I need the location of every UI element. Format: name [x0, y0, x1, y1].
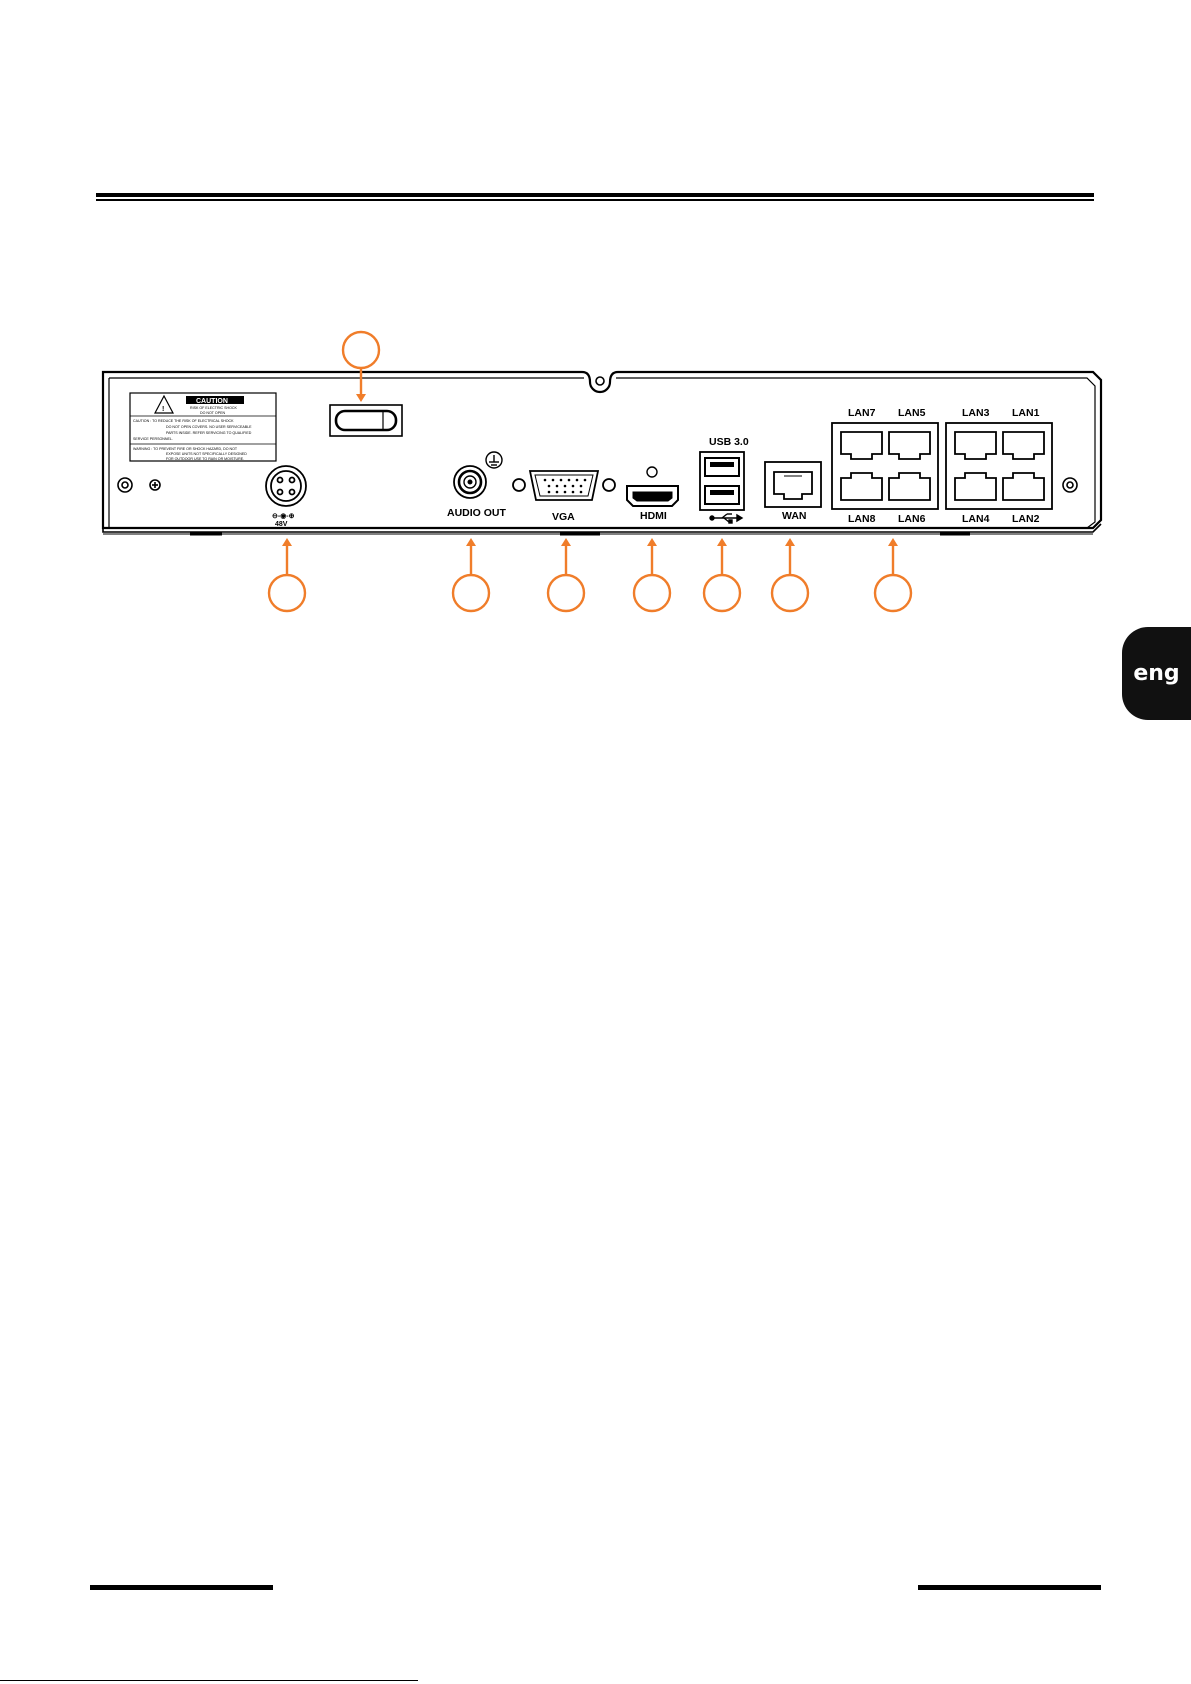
warning-line-2: EXPOSE UNITS NOT SPECIFICALLY DESIGNED [166, 452, 247, 456]
lan-jack-row-top [840, 431, 1045, 460]
caution-line-4: SERVICE PERSONNEL. [133, 437, 173, 441]
warning-line-1: WARNING : TO PREVENT FIRE OR SHOCK HAZAR… [133, 447, 238, 451]
callouts [267, 330, 913, 613]
caution-line-2: DO NOT OPEN COVERS. NO USER SERVICEABLE [166, 425, 252, 429]
screw-right-icon [1062, 477, 1078, 493]
lan1-label: LAN1 [1012, 407, 1040, 419]
wan-label: WAN [782, 510, 807, 522]
caution-heading: CAUTION [196, 398, 228, 405]
caution-label: ! CAUTION RISK OF ELECTRIC SHOCK DO NOT … [129, 392, 277, 462]
hdmi-label: HDMI [640, 510, 667, 522]
caution-line-3: PARTS INSIDE. REFER SERVICING TO QUALIFI… [166, 431, 252, 435]
chassis [101, 370, 1103, 536]
callout-power-switch [341, 330, 381, 370]
lan8-label: LAN8 [848, 513, 876, 525]
hdmi-port [626, 466, 679, 507]
vga-port [512, 470, 616, 501]
warning-triangle-icon [154, 394, 174, 414]
caution-line-1: CAUTION : TO REDUCE THE RISK OF ELECTRIC… [133, 419, 234, 423]
language-tab-label: eng [1133, 661, 1180, 686]
lan3-label: LAN3 [962, 407, 990, 419]
language-tab: eng [1122, 627, 1191, 720]
lan6-label: LAN6 [898, 513, 926, 525]
footer-bar-left [90, 1585, 273, 1590]
usb-label: USB 3.0 [709, 436, 749, 448]
power-polarity-icon: ⊖-◉-⊕ [272, 513, 295, 520]
callout-power-input [267, 573, 307, 613]
lan2-label: LAN2 [1012, 513, 1040, 525]
callout-audio-out [451, 573, 491, 613]
ground-screw-icon [485, 451, 503, 469]
callout-vga [546, 573, 586, 613]
footer-bar-right [918, 1585, 1101, 1590]
lan5-label: LAN5 [898, 407, 926, 419]
caution-shock-line-1: RISK OF ELECTRIC SHOCK [190, 406, 238, 410]
audio-out-label: AUDIO OUT [447, 507, 507, 519]
lan-jack-row-bottom [840, 472, 1045, 501]
usb-ports [699, 451, 745, 511]
side-screws [117, 477, 1078, 493]
callout-wan [770, 573, 810, 613]
callout-hdmi [632, 573, 672, 613]
lan7-label: LAN7 [848, 407, 876, 419]
screw-ground-left-icon [149, 479, 161, 491]
power-connector [265, 465, 307, 507]
callout-usb [702, 573, 742, 613]
header-rule-thin [96, 199, 1094, 201]
wan-port [764, 461, 822, 508]
usb-icon [709, 513, 744, 524]
page-bottom-line [0, 1680, 418, 1681]
callout-lan [873, 573, 913, 613]
audio-out-jack [453, 465, 487, 499]
caution-shock-line-2: DO NOT OPEN [200, 411, 225, 415]
power-switch [329, 404, 403, 437]
screw-left-icon [117, 477, 133, 493]
power-label: 48V [275, 521, 288, 528]
header-rule-thick [96, 193, 1094, 197]
warning-line-3: FOR OUTDOOR USE TO RAIN OR MOISTURE. [166, 457, 244, 461]
lan4-label: LAN4 [962, 513, 990, 525]
lan-ports [831, 422, 1053, 510]
vga-label: VGA [552, 511, 575, 523]
top-screw-icon [595, 376, 605, 386]
svg-text:!: ! [162, 406, 164, 413]
